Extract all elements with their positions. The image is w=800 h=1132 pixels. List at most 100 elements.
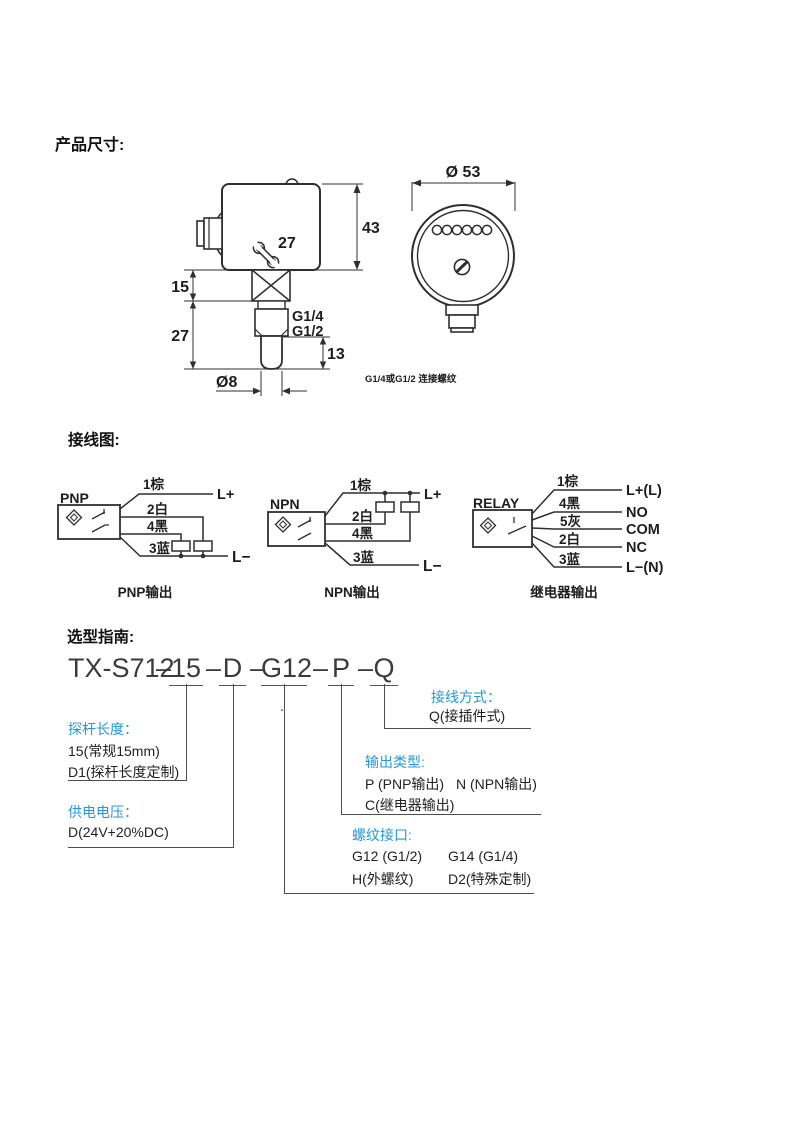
thread-port-opt2: G14 (G1/4)	[448, 848, 519, 864]
npn-sensor-box	[267, 511, 326, 547]
m12-plug-body	[203, 217, 223, 250]
thread-g12-label: G1/2	[292, 324, 323, 340]
wrench-icon	[251, 240, 281, 270]
code-dash: –	[313, 653, 329, 683]
load-resistor	[193, 540, 213, 552]
wiring-heading: 接线图:	[68, 432, 120, 449]
thread-port-opt4: D2(特殊定制)	[448, 871, 532, 887]
code-dash: –	[156, 653, 172, 683]
probe-length-opt2: D1(探杆长度定制)	[68, 764, 180, 780]
npn-lminus-terminal: L−	[423, 558, 442, 575]
face-inner-ring	[416, 209, 510, 303]
relay-wire3-label: 5灰	[560, 513, 582, 529]
output-type-label: 输出类型:	[365, 754, 425, 770]
dimensions-heading: 产品尺寸:	[55, 137, 125, 154]
relay-terminal-4: NC	[626, 540, 647, 556]
dim-43-label: 43	[362, 220, 380, 237]
code-probe: 15	[169, 653, 203, 686]
npn-wire2-label: 2白	[352, 508, 373, 524]
npn-wire1-label: 1棕	[350, 477, 372, 493]
pnp-diagram: PNP 1棕 2白 4黑 3蓝 L+ L− PNP输出	[57, 476, 251, 600]
pnp-caption: PNP输出	[118, 584, 173, 600]
tree-line-probe	[68, 684, 187, 781]
npn-wire3-label: 4黑	[352, 526, 374, 541]
wrench-size-label: 27	[278, 235, 296, 252]
relay-wire4-label: 2白	[559, 531, 580, 547]
npn-caption: NPN输出	[324, 584, 380, 600]
tree-line-voltage	[68, 684, 234, 848]
relay-terminal-5: L−(N)	[626, 560, 664, 576]
relay-wire2-label: 4黑	[559, 496, 581, 511]
code-dash: –	[358, 653, 374, 683]
relay-diagram: RELAY 1棕 4黑 5灰 2白 3蓝 L+(L) NO COM NC L−(…	[472, 473, 664, 600]
sensor-symbol-icon	[65, 509, 83, 526]
relay-terminal-2: NO	[626, 505, 648, 521]
code-output: P	[328, 653, 354, 686]
code-dash: –	[206, 653, 222, 683]
led-row	[431, 224, 493, 236]
relay-caption: 继电器输出	[530, 584, 598, 600]
pnp-wire4-label: 3蓝	[149, 540, 171, 556]
load-resistor	[400, 501, 420, 513]
load-resistor	[171, 540, 191, 552]
npn-diagram: NPN 1棕 2白 4黑 3蓝 L+ L− NPN输出	[267, 477, 442, 600]
sensor-symbol-icon	[479, 517, 497, 534]
bottom-connector	[445, 304, 479, 333]
thread-g14-label: G1/4	[292, 309, 323, 325]
adjust-screw-icon	[453, 258, 471, 276]
relay-device-label: RELAY	[473, 495, 520, 511]
relay-wire5-label: 3蓝	[559, 551, 581, 567]
pnp-wire3-label: 4黑	[147, 519, 169, 534]
pnp-lplus-terminal: L+	[217, 487, 234, 503]
pnp-lminus-terminal: L−	[232, 549, 251, 566]
face-outline	[411, 204, 515, 308]
npn-wire4-label: 3蓝	[353, 549, 375, 565]
tree-line-thread	[284, 684, 534, 894]
npn-lplus-terminal: L+	[424, 487, 441, 503]
relay-sensor-box	[472, 509, 533, 548]
code-dash: –	[250, 653, 266, 683]
pnp-wire1-label: 1棕	[143, 476, 165, 492]
dim-d8-label: Ø8	[216, 374, 237, 391]
connection-mode-label: 接线方式：	[431, 689, 501, 705]
tree-line-output	[341, 684, 541, 815]
thread-port-label: 螺纹接口:	[352, 827, 412, 843]
relay-terminal-1: L+(L)	[626, 483, 662, 499]
wiring-diagrams: PNP 1棕 2白 4黑 3蓝 L+ L− PNP输出	[57, 473, 664, 600]
thread-note: G1/4或G1/2 连接螺纹	[365, 373, 457, 385]
output-type-opt1: P (PNP输出)	[365, 776, 445, 792]
dim-d53-label: Ø 53	[446, 164, 481, 181]
thread-section	[254, 308, 289, 337]
supply-voltage-opt1: D(24V+20%DC)	[68, 824, 169, 840]
thread-port-opt1: G12 (G1/2)	[352, 848, 423, 864]
m12-plug-cap	[196, 220, 205, 247]
pnp-sensor-box	[57, 504, 121, 540]
pnp-wire2-label: 2白	[147, 501, 168, 517]
probe-length-label: 探杆长度：	[68, 721, 138, 737]
stray-dot: .	[280, 698, 284, 714]
pnp-device-label: PNP	[60, 490, 89, 506]
probe-length-opt1: 15(常规15mm)	[68, 743, 160, 759]
dimension-drawings: 27 43 15 27 13 Ø8 G1/4 G1/2 Ø 53 G1/4或G1…	[171, 164, 516, 396]
thread-neck	[257, 300, 286, 310]
output-type-opt3: C(继电器输出)	[365, 797, 455, 813]
code-thread: G12	[261, 653, 312, 686]
dim-27-label: 27	[171, 328, 189, 345]
probe	[260, 335, 283, 370]
model-prefix: TX-S712	[68, 653, 175, 683]
selection-heading: 选型指南:	[67, 629, 135, 646]
sensor-symbol-icon	[274, 516, 292, 533]
load-resistor	[375, 501, 395, 513]
thread-port-opt3: H(外螺纹)	[352, 871, 414, 887]
relay-terminal-3: COM	[626, 522, 660, 538]
supply-voltage-label: 供电电压：	[68, 804, 138, 820]
connection-mode-opt1: Q(接插件式)	[429, 708, 506, 724]
dim-15-label: 15	[171, 279, 189, 296]
output-type-opt2: N (NPN输出)	[456, 776, 537, 792]
relay-wire1-label: 1棕	[557, 473, 579, 489]
code-voltage: D	[219, 653, 246, 686]
tree-line-connection	[384, 684, 531, 729]
dim-13-label: 13	[327, 346, 345, 363]
code-connection: Q	[370, 653, 398, 686]
